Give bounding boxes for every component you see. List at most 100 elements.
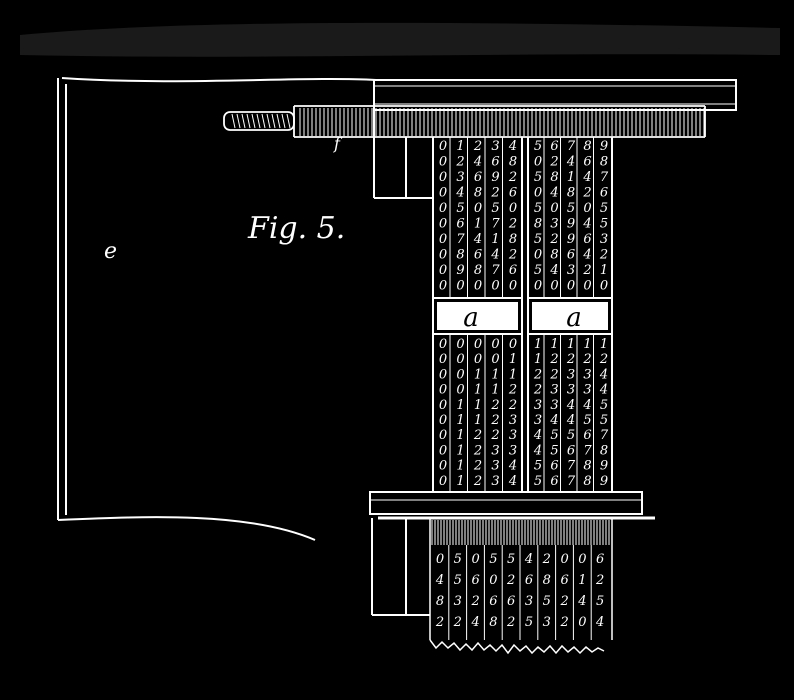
- bottom-digit: 2: [559, 594, 568, 609]
- upper-digit: 6: [456, 217, 464, 232]
- lower-digit: 8: [600, 443, 608, 458]
- lower-block: [371, 518, 430, 616]
- lower-digit: 3: [491, 459, 499, 474]
- lower-digit: 1: [474, 413, 482, 428]
- bottom-dividers: [448, 545, 592, 640]
- upper-digit: 9: [567, 232, 575, 247]
- bottom-digit: 4: [435, 573, 444, 588]
- upper-digit: 0: [583, 201, 591, 216]
- upper-digit: 2: [490, 186, 499, 201]
- upper-digit: 1: [600, 263, 608, 278]
- upper-digit: 2: [508, 248, 517, 263]
- lower-digit: 3: [550, 383, 558, 398]
- bottom-digit: 3: [543, 615, 551, 630]
- upper-digit: 4: [566, 155, 575, 170]
- label-a-right: a: [566, 303, 582, 333]
- upper-digit: 0: [439, 279, 447, 294]
- upper-digit: 6: [583, 232, 591, 247]
- upper-digit: 0: [474, 201, 482, 216]
- lower-digit: 0: [509, 337, 517, 352]
- upper-digit: 1: [456, 139, 464, 154]
- lower-digit: 2: [582, 352, 591, 367]
- bottom-digit: 0: [560, 552, 568, 567]
- lower-digit: 5: [600, 413, 608, 428]
- upper-digit: 6: [550, 139, 558, 154]
- bottom-digit: 0: [489, 573, 497, 588]
- bottom-digit: 2: [435, 615, 444, 630]
- lower-digit: 0: [456, 383, 464, 398]
- upper-digit: 3: [600, 232, 608, 247]
- lower-digit: 4: [582, 398, 591, 413]
- lower-digit: 0: [491, 337, 499, 352]
- upper-digit: 4: [473, 232, 482, 247]
- lower-digit: 4: [508, 459, 517, 474]
- upper-digit: 0: [583, 279, 591, 294]
- lower-digit: 4: [549, 413, 558, 428]
- upper-block: [373, 110, 432, 199]
- bottom-digit: 8: [543, 573, 551, 588]
- bottom-digit: 5: [454, 552, 462, 567]
- bottom-digit: 5: [596, 594, 604, 609]
- lower-digit: 3: [583, 367, 591, 382]
- lower-digit: 8: [583, 459, 591, 474]
- upper-digit: 6: [509, 186, 517, 201]
- lower-digit: 1: [491, 367, 499, 382]
- board-outline: [57, 77, 377, 541]
- upper-digit: 2: [582, 263, 591, 278]
- upper-digit: 0: [456, 279, 464, 294]
- lower-digit: 0: [439, 459, 447, 474]
- upper-digit: 3: [550, 217, 558, 232]
- upper-digit: 0: [439, 217, 447, 232]
- lower-digit: 7: [567, 459, 576, 474]
- upper-digit: 6: [600, 186, 608, 201]
- upper-digit: 0: [567, 279, 575, 294]
- upper-digit: 0: [509, 279, 517, 294]
- lower-digit: 2: [490, 413, 499, 428]
- bottom-digit: 2: [506, 615, 515, 630]
- bottom-digit: 6: [525, 573, 533, 588]
- lower-digit: 1: [509, 352, 517, 367]
- upper-digit: 5: [456, 201, 464, 216]
- top-bar: [373, 79, 737, 111]
- upper-digit: 1: [474, 217, 482, 232]
- upper-digit: 0: [439, 248, 447, 263]
- upper-digit: 5: [534, 201, 542, 216]
- lower-digit: 2: [599, 352, 608, 367]
- upper-digit: 1: [491, 232, 499, 247]
- lower-digit: 1: [456, 443, 464, 458]
- rod-dividers: [433, 136, 612, 492]
- upper-digit: 2: [599, 248, 608, 263]
- lower-digit: 3: [491, 443, 499, 458]
- upper-digit: 0: [550, 201, 558, 216]
- lower-digit: 0: [474, 352, 482, 367]
- bottom-digit: 2: [453, 615, 462, 630]
- lower-digit: 2: [473, 459, 482, 474]
- lower-digit: 2: [490, 398, 499, 413]
- upper-digit: 0: [439, 201, 447, 216]
- lower-digit: 1: [534, 352, 542, 367]
- label-a-left: a: [463, 303, 479, 333]
- lower-digit: 7: [567, 474, 576, 489]
- lower-digit: 7: [600, 428, 609, 443]
- upper-digit: 4: [490, 248, 499, 263]
- lower-digit: 0: [439, 474, 447, 489]
- upper-digit: 7: [600, 170, 609, 185]
- lower-digit: 1: [456, 474, 464, 489]
- label-e: e: [104, 239, 117, 264]
- lower-digit: 3: [534, 413, 542, 428]
- upper-digit: 2: [549, 155, 558, 170]
- upper-digit: 4: [582, 217, 591, 232]
- upper-digit: 8: [583, 139, 591, 154]
- bottom-digit: 0: [436, 552, 444, 567]
- upper-digit: 4: [508, 139, 517, 154]
- upper-digit: 8: [509, 232, 517, 247]
- upper-digit: 0: [534, 155, 542, 170]
- lower-digit: 2: [533, 367, 542, 382]
- lower-digit: 0: [439, 337, 447, 352]
- lower-digit: 3: [567, 383, 575, 398]
- upper-digit: 1: [567, 170, 575, 185]
- upper-digit: 0: [439, 170, 447, 185]
- lower-digit: 2: [473, 443, 482, 458]
